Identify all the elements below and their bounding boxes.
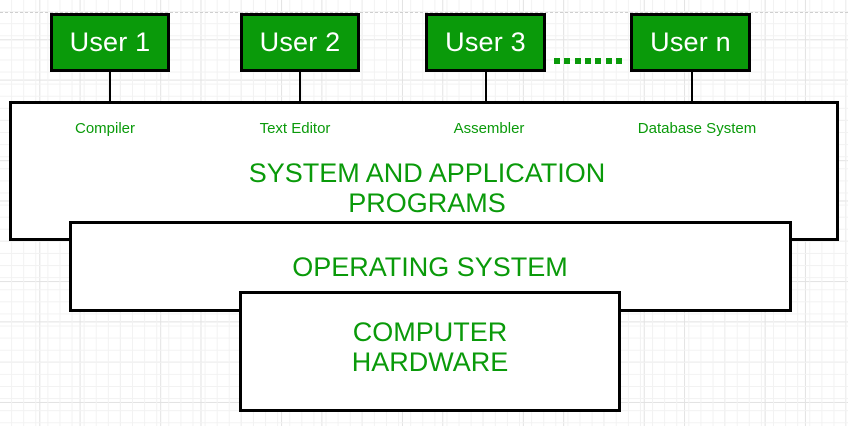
layer-box-computer-hardware (239, 291, 621, 412)
ellipsis-dot (615, 58, 622, 64)
user-box-label: User 2 (259, 27, 341, 57)
service-label-database-system: Database System (637, 120, 757, 137)
user-box-label: User 3 (445, 27, 526, 57)
ellipsis-dot (595, 58, 602, 64)
user-box-3[interactable]: User 3 (425, 13, 546, 72)
user-box-label: User n (650, 27, 731, 57)
layer-title-system-and-application-programs: SYSTEM AND APPLICATION PROGRAMS (248, 158, 606, 219)
ellipsis-dot (564, 58, 571, 64)
ellipsis-dot (574, 58, 581, 64)
ellipsis-dots-icon (554, 57, 622, 65)
connector-user-3 (485, 71, 487, 103)
guide-dashed-line (0, 12, 848, 13)
service-label-assembler: Assembler (453, 120, 525, 137)
connector-user-1 (109, 71, 111, 103)
user-box-2[interactable]: User 2 (240, 13, 360, 72)
ellipsis-dot (584, 58, 591, 64)
service-label-text-editor: Text Editor (259, 120, 331, 137)
ellipsis-dot (554, 58, 560, 64)
user-box-1[interactable]: User 1 (50, 13, 170, 72)
layer-title-computer-hardware: COMPUTER HARDWARE (351, 317, 509, 378)
service-label-compiler: Compiler (74, 120, 136, 137)
ellipsis-dot (605, 58, 612, 64)
connector-user-n (691, 71, 693, 103)
connector-user-2 (299, 71, 301, 103)
layer-title-operating-system: OPERATING SYSTEM (292, 252, 568, 282)
user-box-label: User 1 (69, 27, 151, 57)
user-box-n[interactable]: User n (630, 13, 751, 72)
